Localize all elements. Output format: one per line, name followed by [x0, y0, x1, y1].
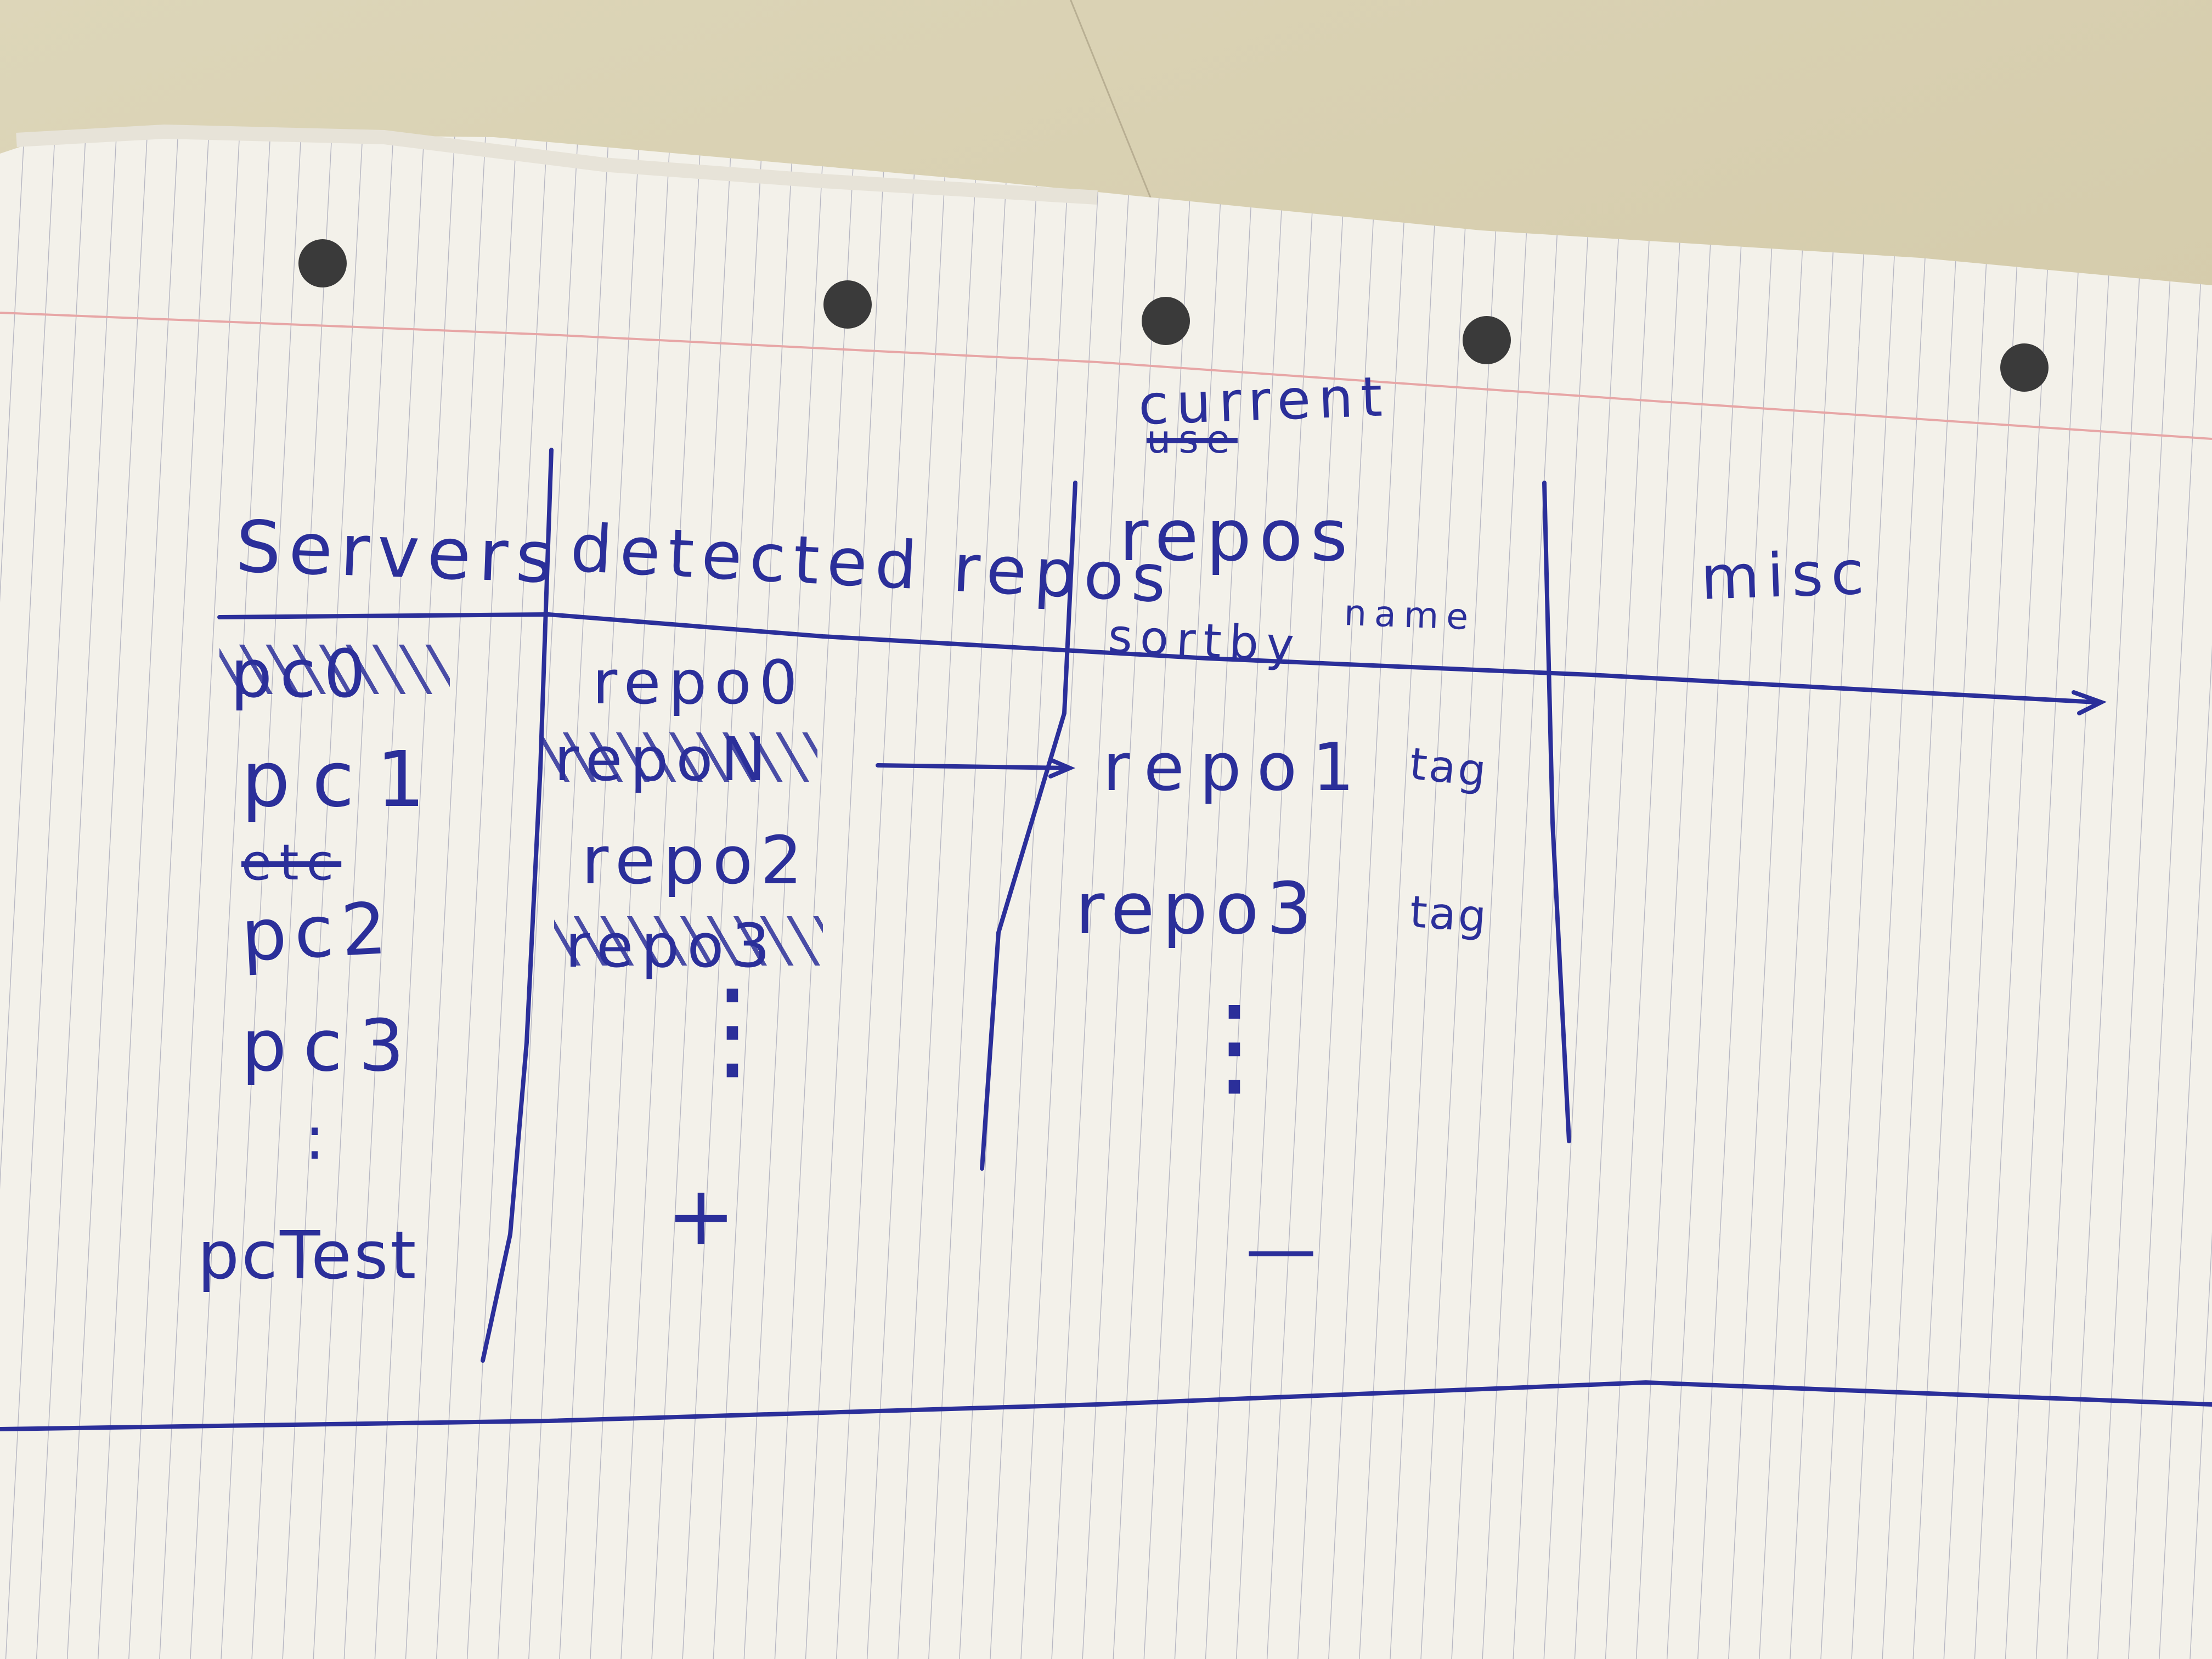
- header-current-repos-crossed: use: [1147, 417, 1238, 462]
- current-repo-tag: tag: [1408, 886, 1491, 943]
- detected-repo-crossed-hatch: [554, 916, 823, 966]
- current-repo-tag: tag: [1407, 738, 1491, 797]
- server-item-last: pcTest: [198, 1218, 419, 1294]
- current-repo-item: repo3: [1075, 867, 1320, 950]
- add-button-sketch: +: [667, 1169, 743, 1264]
- punch-hole: [298, 239, 347, 287]
- move-arrow: [876, 763, 1072, 770]
- server-crossed-etc: etc: [241, 834, 342, 891]
- margin-line: [0, 312, 2212, 440]
- torn-edge: [16, 124, 1098, 205]
- detected-repo-item: repo2: [582, 823, 810, 899]
- current-repo-item: repo1: [1103, 730, 1370, 806]
- remove-button-sketch: —: [1245, 1207, 1324, 1290]
- underline-arrowhead: [2072, 690, 2107, 715]
- server-item: pc1: [241, 735, 447, 825]
- divider-servers-detected: [481, 448, 554, 1363]
- header-misc: misc: [1699, 537, 1873, 613]
- server-ellipsis: :: [304, 1103, 333, 1173]
- sort-value: name: [1343, 592, 1477, 639]
- server-item: pc3: [241, 1004, 421, 1087]
- header-current-repos-top: current: [1137, 364, 1391, 437]
- ruled-lines: [0, 132, 2212, 1659]
- detected-repo-crossed-hatch: [543, 732, 817, 782]
- divider-detected-current: [980, 481, 1077, 1171]
- header-servers: Servers: [234, 505, 562, 600]
- punch-hole: [2000, 343, 2049, 392]
- header-underline: [217, 612, 2098, 704]
- sort-label: sortby: [1107, 609, 1303, 674]
- bottom-rule: [0, 1380, 2212, 1431]
- detected-ellipsis: ⋮: [678, 966, 795, 1093]
- divider-current-misc: [1542, 481, 1571, 1143]
- header-current-repos: repos: [1119, 494, 1356, 577]
- server-crossed-hatch: [219, 645, 450, 694]
- detected-repo-item: repo0: [592, 647, 805, 718]
- punch-hole: [823, 280, 872, 329]
- move-arrowhead: [1048, 758, 1076, 778]
- punch-hole: [1463, 316, 1511, 364]
- server-item: pc2: [239, 886, 397, 978]
- punch-hole: [1142, 297, 1190, 345]
- current-ellipsis: ⋮: [1180, 982, 1297, 1110]
